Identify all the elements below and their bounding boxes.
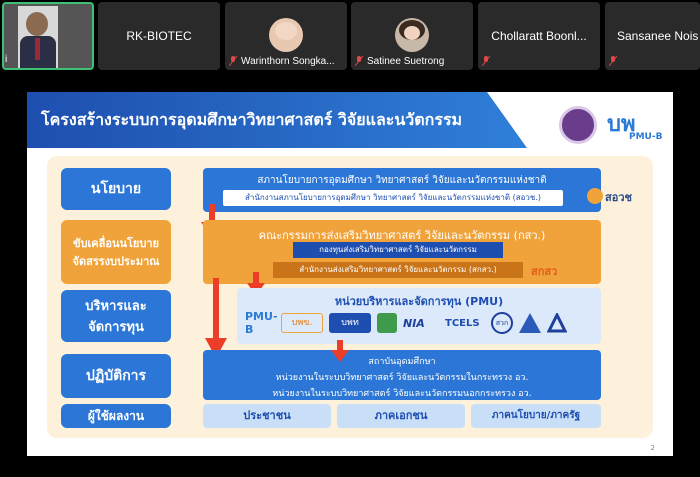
- row-label-fund-management: บริหารและ จัดการทุน: [61, 290, 171, 342]
- arrow-down-icon: [331, 340, 349, 362]
- operations-line2: หน่วยงานในระบบวิทยาศาสตร์ วิจัยและนวัตกร…: [275, 373, 529, 383]
- row-label-users: ผู้ใช้ผลงาน: [61, 404, 171, 428]
- budget-office-text: สำนักงานส่งเสริมวิทยาศาสตร์ วิจัยและนวัต…: [273, 262, 523, 278]
- mic-muted-icon: [609, 56, 617, 66]
- avatar: [395, 18, 429, 52]
- tcels-logo: TCELS: [445, 317, 480, 329]
- pmu-c-logo: บพข.: [281, 313, 323, 333]
- participant-tile[interactable]: RK-BIOTEC: [98, 2, 220, 70]
- ovc-logo-icon: [587, 188, 603, 204]
- avatar: [269, 18, 303, 52]
- triangle-logo-icon: [519, 313, 541, 333]
- video-feed: [18, 6, 58, 68]
- nrct-logo-icon: [377, 313, 397, 333]
- budget-box: คณะกรรมการส่งเสริมวิทยาศาสตร์ วิจัยและนว…: [203, 220, 601, 284]
- participant-strip: i RK-BIOTEC Warinthorn Songka... Satinee…: [0, 0, 700, 72]
- participant-tile[interactable]: Warinthorn Songka...: [225, 2, 347, 70]
- mic-muted-icon: [482, 56, 490, 66]
- operations-line1: สถาบันอุดมศึกษา: [368, 357, 436, 367]
- participant-name: Chollaratt Boonl...: [491, 29, 587, 43]
- user-government: ภาคนโยบาย/ภาครัฐ: [471, 404, 601, 428]
- participant-name: Warinthorn Songka...: [241, 56, 335, 67]
- mic-muted-icon: [355, 56, 363, 66]
- row-label-policy: นโยบาย: [61, 168, 171, 210]
- budget-main-text: คณะกรรมการส่งเสริมวิทยาศาสตร์ วิจัยและนว…: [258, 229, 546, 242]
- arda-logo: สวก: [491, 312, 513, 334]
- mic-muted-icon: [229, 56, 237, 66]
- nstda-logo-icon: [547, 313, 567, 333]
- shared-slide: โครงสร้างระบบการอุดมศึกษาวิทยาศาสตร์ วิจ…: [27, 92, 673, 456]
- nia-logo: NIA: [403, 316, 425, 330]
- policy-sub-text: สำนักงานสภานโยบายการอุดมศึกษา วิทยาศาสตร…: [223, 190, 563, 206]
- participant-name: Satinee Suetrong: [367, 56, 445, 67]
- pmu-b-mini-logo: PMU-B: [245, 310, 278, 336]
- slide-title: โครงสร้างระบบการอุดมศึกษาวิทยาศาสตร์ วิจ…: [41, 110, 463, 129]
- participant-tile[interactable]: Chollaratt Boonl...: [478, 2, 600, 70]
- pmu-title: หน่วยบริหารและจัดการทุน (PMU): [334, 295, 504, 308]
- pmu-b-logo: บพ PMU-B: [607, 111, 663, 142]
- participant-tile[interactable]: Sansanee Nois: [605, 2, 700, 70]
- participant-tile-video[interactable]: i: [2, 2, 94, 70]
- participant-tile[interactable]: Satinee Suetrong: [351, 2, 473, 70]
- budget-fund-text: กองทุนส่งเสริมวิทยาศาสตร์ วิจัยและนวัตกร…: [293, 242, 503, 258]
- participant-name: Sansanee Nois: [617, 29, 699, 43]
- pmu-a-logo: บพท: [329, 313, 371, 333]
- row-label-budget: ขับเคลื่อนนโยบาย จัดสรรงบประมาณ: [61, 220, 171, 284]
- ministry-seal-icon: [559, 106, 597, 144]
- user-private: ภาคเอกชน: [337, 404, 465, 428]
- row-label-operations: ปฏิบัติการ: [61, 354, 171, 398]
- participant-name: RK-BIOTEC: [126, 29, 192, 43]
- policy-main-text: สภานโยบายการอุดมศึกษา วิทยาศาสตร์ วิจัยแ…: [257, 175, 547, 186]
- participant-name: i: [5, 54, 8, 65]
- operations-box: สถาบันอุดมศึกษา หน่วยงานในระบบวิทยาศาสตร…: [203, 350, 601, 400]
- page-number: 2: [650, 444, 655, 452]
- tsri-badge: สกสว: [531, 265, 558, 278]
- policy-box: สภานโยบายการอุดมศึกษา วิทยาศาสตร์ วิจัยแ…: [203, 168, 601, 212]
- slide-title-bar: โครงสร้างระบบการอุดมศึกษาวิทยาศาสตร์ วิจ…: [27, 92, 527, 148]
- pmu-logo-row: PMU-B บพข. บพท NIA TCELS สวก: [245, 308, 595, 338]
- arrow-down-long-icon: [205, 278, 227, 358]
- user-public: ประชาชน: [203, 404, 331, 428]
- pmu-box: หน่วยบริหารและจัดการทุน (PMU) PMU-B บพข.…: [237, 288, 601, 344]
- ovc-badge: สอวช: [605, 191, 632, 204]
- operations-line3: หน่วยงานในระบบวิทยาศาสตร์ วิจัยและนวัตกร…: [272, 389, 532, 399]
